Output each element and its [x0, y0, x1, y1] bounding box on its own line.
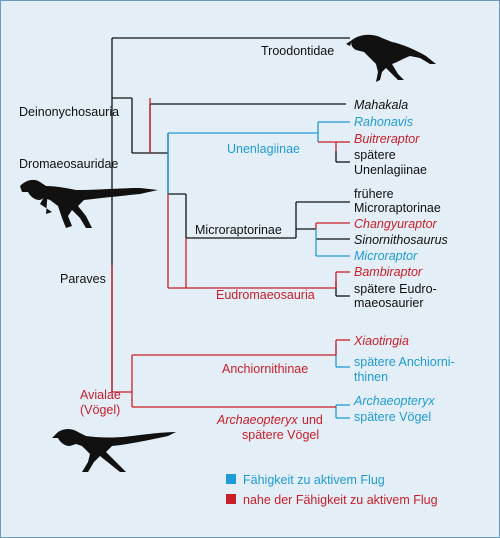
black-branches — [111, 37, 350, 392]
taxon-sinornithosaurus: Sinornithosaurus — [354, 233, 448, 247]
taxon-early-microraptorinae-1: frühere — [354, 187, 394, 201]
microraptorinae-label: Microraptorinae — [195, 223, 282, 237]
unenlagiinae-label: Unenlagiinae — [227, 142, 300, 156]
legend: Fähigkeit zu aktivem Flug nahe der Fähig… — [226, 473, 438, 507]
taxon-mahakala: Mahakala — [354, 98, 408, 112]
taxon-buitreraptor: Buitreraptor — [354, 132, 420, 146]
taxon-early-microraptorinae-2: Microraptorinae — [354, 201, 441, 215]
taxon-later-anchi-2: thinen — [354, 370, 388, 384]
dromaeosaur-silhouette — [20, 179, 158, 228]
taxon-changyuraptor: Changyuraptor — [354, 217, 438, 231]
taxon-archaeopteryx-blue: Archaeopteryx — [353, 394, 435, 408]
taxon-later-eudro-1: spätere Eudro- — [354, 282, 437, 296]
taxon-later-birds-blue: spätere Vögel — [354, 410, 431, 424]
avialae-vogel-label: (Vögel) — [80, 403, 120, 417]
taxon-rahonavis: Rahonavis — [354, 115, 413, 129]
deinonychosauria-label: Deinonychosauria — [19, 105, 119, 119]
taxon-later-unenlagiinae-1: spätere — [354, 148, 396, 162]
taxon-bambiraptor: Bambiraptor — [354, 265, 423, 279]
legend-swatch-blue — [226, 474, 236, 484]
dromaeosauridae-label: Dromaeosauridae — [19, 157, 118, 171]
taxon-microraptor: Microraptor — [354, 249, 418, 263]
taxon-later-anchi-1: spätere Anchiorni- — [354, 355, 455, 369]
eudromaeosauria-label: Eudromaeosauria — [216, 288, 315, 302]
legend-swatch-red — [226, 494, 236, 504]
taxon-later-birds-red: spätere Vögel — [242, 428, 319, 442]
taxon-archaeopteryx-und: und — [302, 413, 323, 427]
bird-ancestor-silhouette — [52, 429, 176, 472]
avialae-label: Avialae — [80, 388, 121, 402]
legend-label-active-flight: Fähigkeit zu aktivem Flug — [243, 473, 385, 487]
legend-label-near-active-flight: nahe der Fähigkeit zu aktivem Flug — [243, 493, 438, 507]
troodontid-silhouette — [346, 34, 436, 82]
taxon-archaeopteryx-red: Archaeopteryx — [216, 413, 298, 427]
red-branches — [111, 98, 350, 408]
taxon-xiaotingia: Xiaotingia — [353, 334, 409, 348]
paraves-label: Paraves — [60, 272, 106, 286]
taxon-later-eudro-2: maeosaurier — [354, 296, 423, 310]
taxon-later-unenlagiinae-2: Unenlagiinae — [354, 163, 427, 177]
troodontidae-label: Troodontidae — [261, 44, 334, 58]
anchiornithinae-label: Anchiornithinae — [222, 362, 308, 376]
